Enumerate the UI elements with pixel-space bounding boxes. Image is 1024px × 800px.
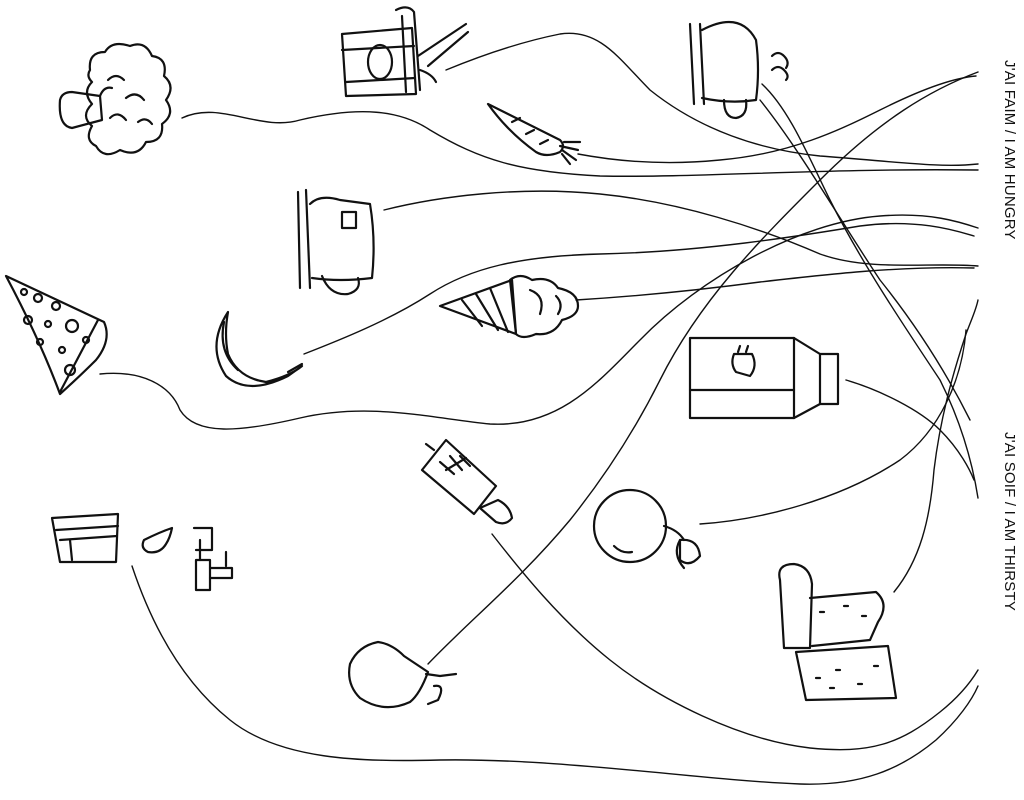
orange-icon[interactable] [594,490,700,568]
teacup-icon[interactable] [690,22,788,118]
hungry-column-label: J'AI FAIM / I AM HUNGRY [1001,60,1018,240]
coffee-mug-icon[interactable] [342,7,468,96]
line-ice-cream [576,268,974,300]
banana-icon[interactable] [216,312,302,386]
bread-loaf-icon[interactable] [779,564,896,700]
ice-cream-cone-icon[interactable] [440,276,578,337]
thirsty-column-label: J'AI SOIF / I AM THIRSTY [1001,432,1018,611]
line-baby-bottle [492,534,978,750]
carrot-icon[interactable] [488,104,580,164]
connecting-lines [100,33,978,784]
line-water-glass [132,566,978,784]
line-teapot [384,191,978,266]
line-teacup-2 [760,100,970,420]
pizza-slice-icon[interactable] [6,276,107,394]
baby-bottle-icon[interactable] [422,440,512,523]
broccoli-icon[interactable] [60,44,171,154]
line-bread [894,300,978,592]
water-tap-icon[interactable] [143,528,232,590]
water-glass-icon[interactable] [52,514,118,562]
teapot-icon[interactable] [298,190,374,294]
line-pizza [100,215,978,429]
milk-carton-icon[interactable] [690,338,838,418]
line-banana [304,224,974,354]
line-milk [846,380,974,480]
